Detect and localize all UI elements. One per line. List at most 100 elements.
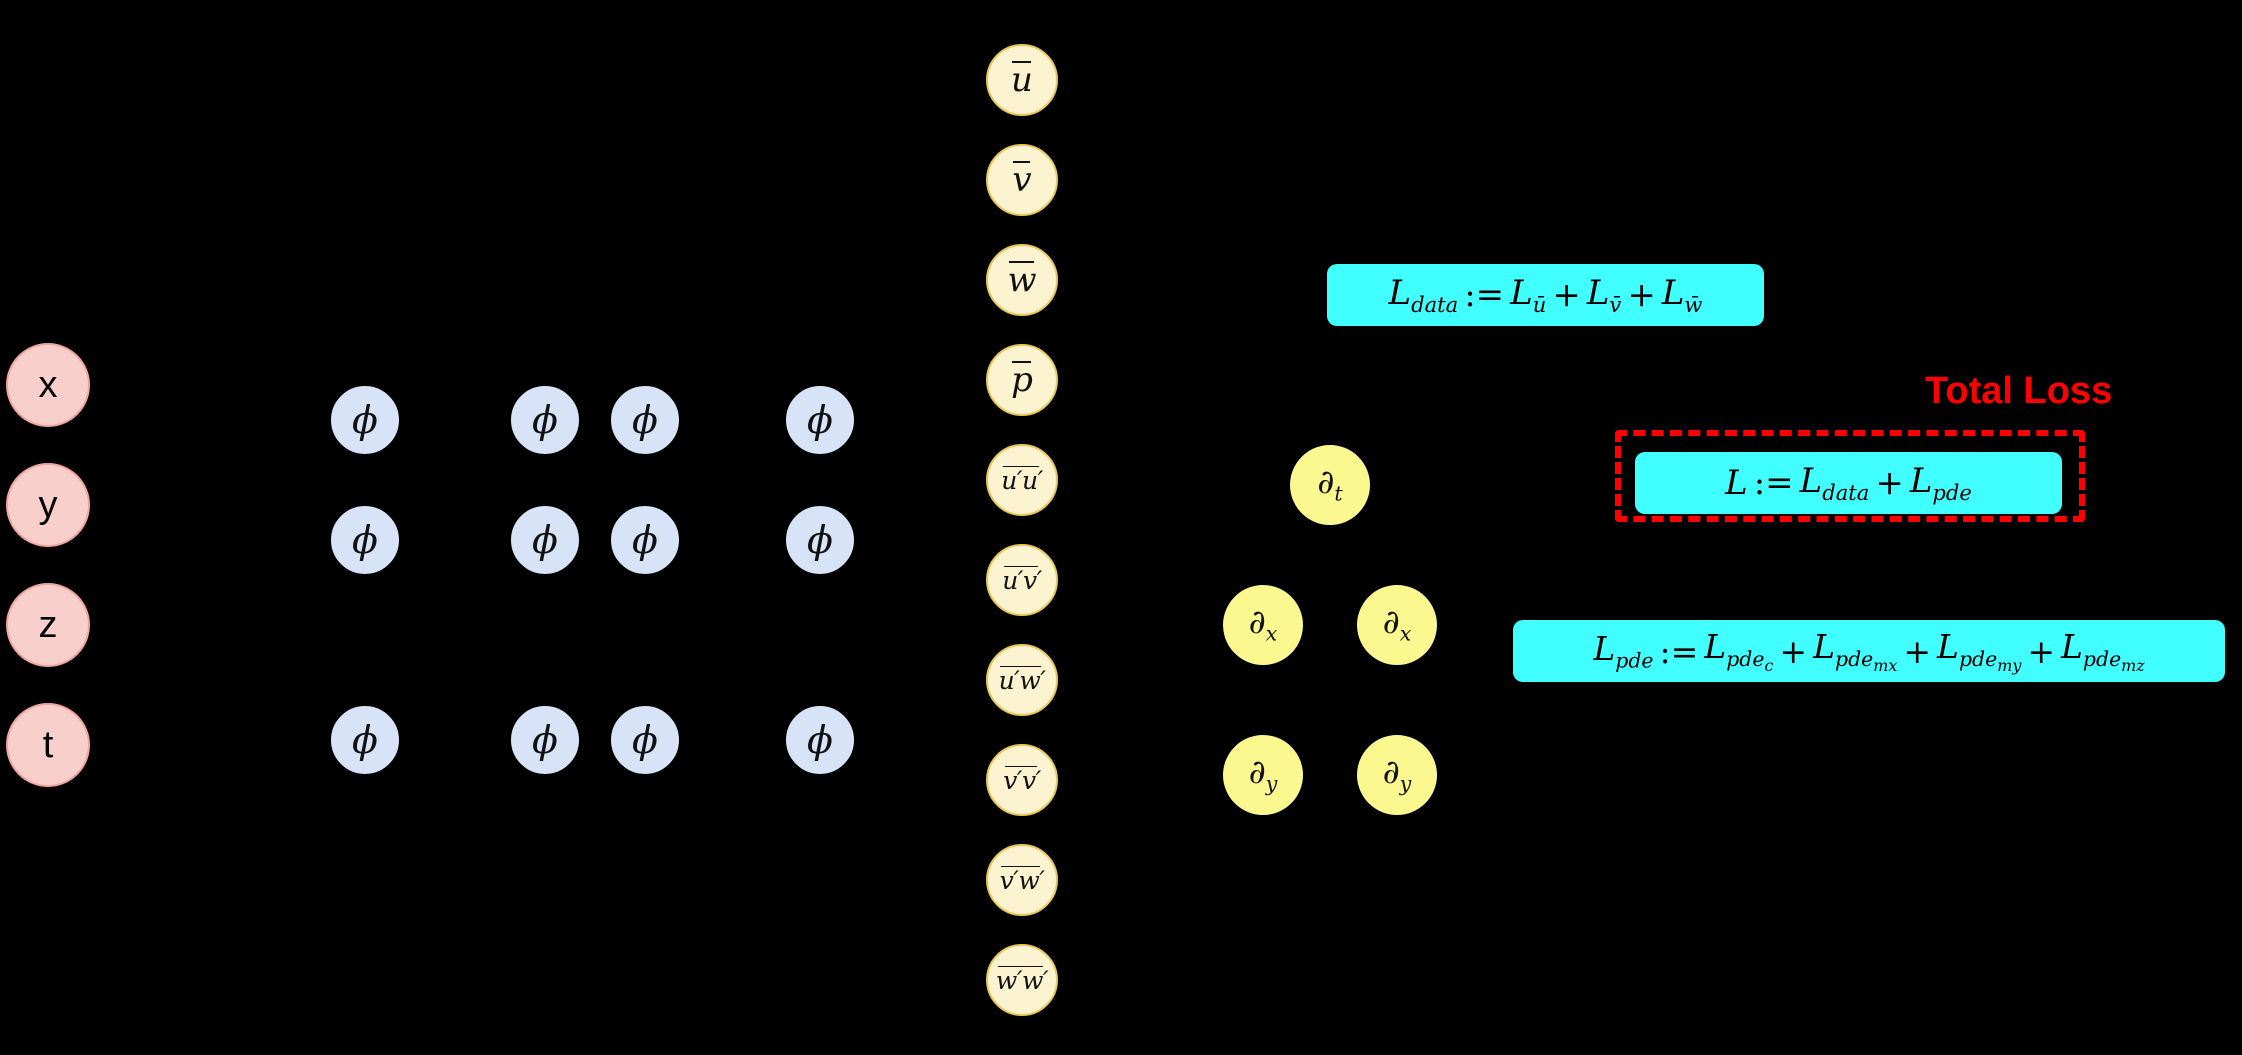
hidden-node: ϕ xyxy=(786,386,854,454)
loss-term-subscript: pdemx xyxy=(1834,646,1898,675)
operator-node-d-dt: ∂t xyxy=(1290,445,1370,525)
loss-term: Lpdemz xyxy=(2061,627,2145,675)
output-node-label: w xyxy=(1007,260,1037,300)
hidden-node-label: ϕ xyxy=(632,718,658,762)
loss-term-subscript: pdemz xyxy=(2082,646,2145,675)
operator-symbol: ∂y xyxy=(1249,755,1278,794)
output-node-w-mean: w xyxy=(986,244,1058,316)
loss-term-subsubscript: c xyxy=(1764,655,1774,675)
output-node-uu-reynolds-stress: u′u′ xyxy=(986,444,1058,516)
total-loss-dashed-highlight xyxy=(1615,430,2085,522)
loss-term-subsubscript: my xyxy=(1997,655,2022,675)
loss-lhs-subscript: data xyxy=(1411,291,1459,317)
plus-operator: + xyxy=(2027,631,2055,671)
hidden-node: ϕ xyxy=(786,506,854,574)
loss-term: Lū xyxy=(1510,273,1546,317)
operator-subscript: x xyxy=(1399,622,1412,647)
hidden-node: ϕ xyxy=(511,706,579,774)
loss-term: Lv̄ xyxy=(1587,273,1622,317)
hidden-node-label: ϕ xyxy=(807,518,833,562)
loss-term: Ldata xyxy=(1800,461,1870,505)
operator-symbol: ∂x xyxy=(1383,605,1412,644)
hidden-node-label: ϕ xyxy=(632,518,658,562)
operator-symbol: ∂t xyxy=(1317,465,1342,504)
total-loss-heading: Total Loss xyxy=(1925,370,2113,412)
input-node-x: x xyxy=(6,343,90,427)
loss-term-subscript: w̄ xyxy=(1684,291,1703,317)
loss-term-base: L xyxy=(1813,627,1835,667)
loss-term-base: L xyxy=(1799,461,1823,502)
loss-term-subsubscript: mx xyxy=(1873,655,1898,675)
loss-term-subscript: pdec xyxy=(1726,646,1774,675)
operator-node-d-dy-right: ∂y xyxy=(1357,735,1437,815)
input-node-z: z xyxy=(6,583,90,667)
total-loss-box: L:=Ldata+Lpde xyxy=(1635,452,2062,514)
hidden-node-label: ϕ xyxy=(532,518,558,562)
output-node-label: w′w′ xyxy=(995,965,1049,995)
partial-icon: ∂ xyxy=(1248,752,1266,792)
partial-icon: ∂ xyxy=(1248,602,1266,642)
plus-operator: + xyxy=(1903,631,1932,671)
output-node-v-mean: v xyxy=(986,144,1058,216)
output-node-vv-reynolds-stress: v′v′ xyxy=(986,744,1058,816)
loss-term: Lw̄ xyxy=(1662,273,1703,317)
hidden-node: ϕ xyxy=(331,386,399,454)
hidden-node: ϕ xyxy=(611,386,679,454)
assignment-operator: := xyxy=(1464,275,1505,315)
operator-subscript: t xyxy=(1334,482,1343,507)
loss-lhs: Lpde xyxy=(1593,629,1653,673)
hidden-node-label: ϕ xyxy=(352,718,378,762)
hidden-node: ϕ xyxy=(511,506,579,574)
output-node-ww-reynolds-stress: w′w′ xyxy=(986,944,1058,1016)
hidden-node-label: ϕ xyxy=(352,518,378,562)
loss-term-base: L xyxy=(1937,627,1959,667)
operator-symbol: ∂y xyxy=(1383,755,1412,794)
hidden-node-label: ϕ xyxy=(352,398,378,442)
loss-lhs: L xyxy=(1725,463,1748,503)
loss-term: Lpdemx xyxy=(1813,627,1897,675)
pde-loss-box: Lpde:=Lpdec+Lpdemx+Lpdemy+Lpdemz xyxy=(1513,620,2225,682)
hidden-node: ϕ xyxy=(611,506,679,574)
hidden-node-label: ϕ xyxy=(807,398,833,442)
input-node-label: y xyxy=(38,484,58,526)
hidden-node: ϕ xyxy=(611,706,679,774)
loss-term: Lpde xyxy=(1910,461,1972,505)
output-node-label: u′w′ xyxy=(998,665,1046,695)
loss-term: Lpdemy xyxy=(1937,627,2021,675)
loss-lhs-subscript: pde xyxy=(1615,648,1654,673)
operator-subscript: y xyxy=(1399,772,1412,797)
operator-node-d-dy-left: ∂y xyxy=(1223,735,1303,815)
output-node-uv-reynolds-stress: u′v′ xyxy=(986,544,1058,616)
hidden-node: ϕ xyxy=(331,506,399,574)
input-node-t: t xyxy=(6,703,90,787)
assignment-operator: := xyxy=(1753,463,1794,503)
output-node-label: v′w′ xyxy=(999,865,1045,895)
loss-term-subscript: pdemy xyxy=(1958,646,2022,675)
hidden-node-label: ϕ xyxy=(532,398,558,442)
loss-lhs: Ldata xyxy=(1389,273,1459,317)
partial-icon: ∂ xyxy=(1317,462,1335,502)
loss-term-subscript: pde xyxy=(1932,479,1972,505)
loss-term-base: L xyxy=(1704,627,1727,667)
assignment-operator: := xyxy=(1659,631,1699,671)
hidden-node-label: ϕ xyxy=(807,718,833,762)
loss-term-subsubscript: mz xyxy=(2121,655,2145,675)
hidden-node-label: ϕ xyxy=(632,398,658,442)
output-node-p-mean: p xyxy=(986,344,1058,416)
partial-icon: ∂ xyxy=(1382,602,1400,642)
loss-term-subscript: data xyxy=(1822,479,1870,505)
data-loss-box: Ldata:=Lū+Lv̄+Lw̄ xyxy=(1327,264,1764,326)
hidden-node: ϕ xyxy=(331,706,399,774)
input-node-label: t xyxy=(42,724,54,766)
loss-term-base: L xyxy=(1909,461,1933,502)
loss-term-base: L xyxy=(1586,273,1610,314)
operator-node-d-dx-left: ∂x xyxy=(1223,585,1303,665)
output-node-uw-reynolds-stress: u′w′ xyxy=(986,644,1058,716)
loss-term-subscript: ū xyxy=(1532,291,1547,317)
loss-lhs-base: L xyxy=(1388,273,1412,314)
loss-lhs-base: L xyxy=(1593,629,1616,669)
output-node-label: v xyxy=(1012,160,1032,200)
output-node-label: u xyxy=(1011,60,1033,100)
partial-icon: ∂ xyxy=(1382,752,1400,792)
output-node-label: v′v′ xyxy=(1003,765,1041,795)
